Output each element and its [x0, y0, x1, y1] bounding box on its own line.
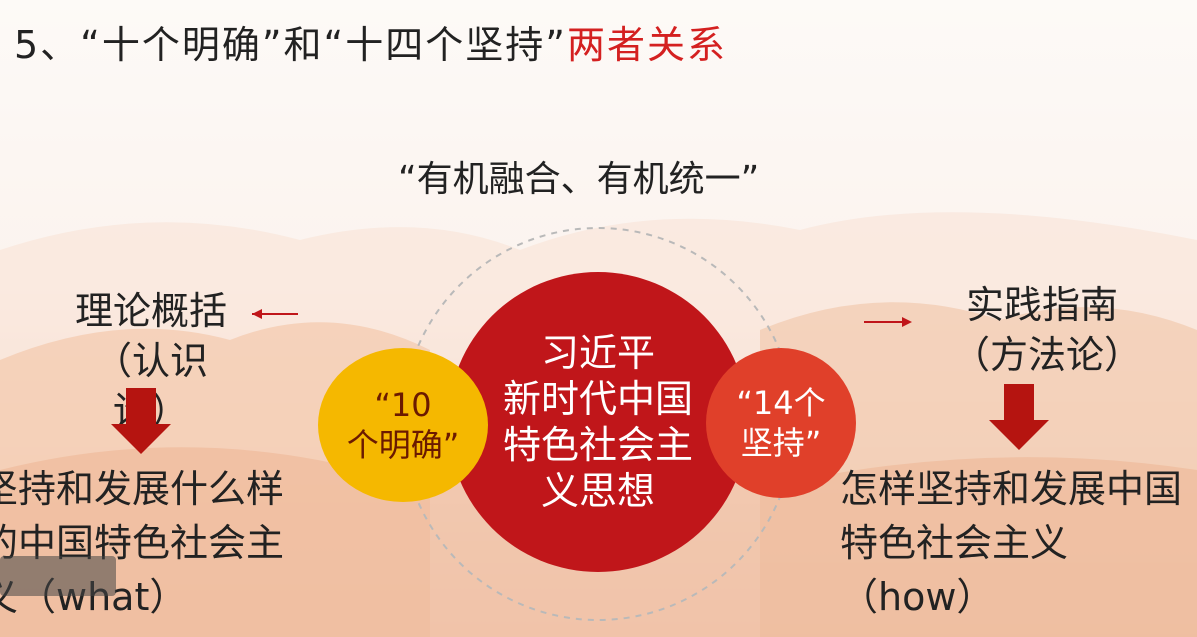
title-prefix: 5、“十个明确”和“十四个坚持” — [14, 23, 567, 67]
right-circle-line2: 坚持” — [740, 424, 822, 462]
right-heading-line2: （方法论） — [952, 333, 1143, 377]
center-line1: 习近平 — [540, 331, 655, 375]
right-circle: “14个 坚持” — [706, 348, 856, 498]
overlay-toolbar[interactable] — [0, 556, 116, 596]
right-circle-line1: “14个 — [736, 384, 826, 422]
title-highlight: 两者关系 — [566, 23, 727, 67]
left-heading-line1: 理论概括 — [74, 289, 227, 333]
page-title: 5、“十个明确”和“十四个坚持”两者关系 — [14, 14, 727, 69]
left-description: 坚持和发展什么样的中国特色社会主义（what） — [0, 467, 285, 619]
right-description: 怎样坚持和发展中国特色社会主义（how） — [840, 467, 1183, 619]
left-circle-line2: 个明确” — [346, 426, 460, 464]
center-line2: 新时代中国 — [502, 377, 693, 421]
center-line4: 义思想 — [540, 469, 655, 513]
center-circle: 习近平 新时代中国 特色社会主 义思想 — [448, 272, 748, 572]
left-circle: “10 个明确” — [318, 348, 488, 502]
center-line3: 特色社会主 — [502, 423, 693, 467]
right-heading: 实践指南 （方法论） — [952, 280, 1143, 380]
right-heading-line1: 实践指南 — [965, 283, 1118, 327]
subtitle: “有机融合、有机统一” — [398, 159, 760, 200]
left-down-arrow-icon — [111, 388, 171, 454]
left-circle-line1: “10 — [374, 386, 432, 424]
right-down-arrow-icon — [989, 384, 1049, 450]
